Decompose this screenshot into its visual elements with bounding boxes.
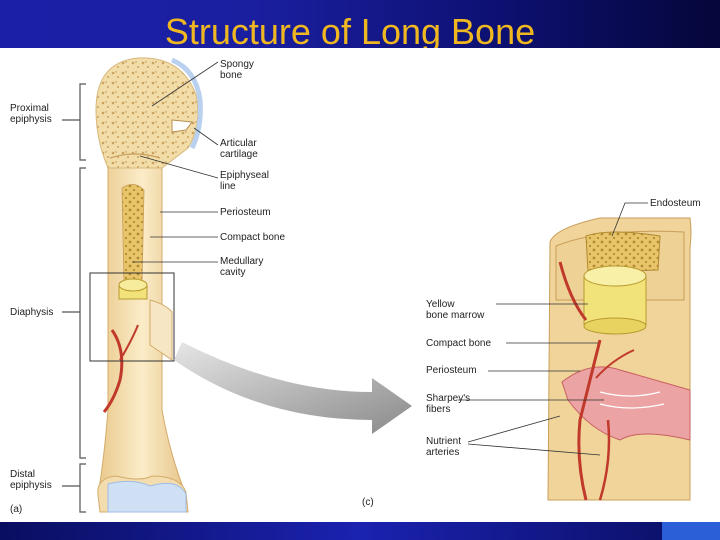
label-periosteum: Periosteum	[220, 207, 271, 218]
label-panel-a: (a)	[10, 504, 23, 515]
label-compact-bone-c: Compact bone	[426, 338, 492, 349]
label-compact-bone: Compact bone	[220, 232, 286, 243]
zoom-arrow	[174, 342, 412, 434]
label-proximal-epiphysis: Proximal epiphysis	[10, 103, 52, 125]
label-diaphysis: Diaphysis	[10, 307, 54, 318]
label-sharpeys-fibers: Sharpey's fibers	[426, 393, 471, 415]
label-spongy-bone: Spongy bone	[220, 59, 254, 81]
region-brackets	[62, 83, 86, 513]
label-epiphyseal-line: Epiphyseal line	[220, 170, 269, 192]
long-bone	[95, 57, 203, 513]
label-articular-cartilage: Articular cartilage	[220, 138, 258, 160]
slide-footer	[0, 522, 720, 540]
label-nutrient-arteries: Nutrient arteries	[426, 436, 462, 458]
zoom-frame	[89, 272, 175, 362]
footer-accent	[662, 522, 720, 540]
label-medullary-cavity: Medullary cavity	[220, 256, 264, 278]
label-yellow-bone-marrow: Yellow bone marrow	[426, 299, 485, 321]
label-distal-epiphysis: Distal epiphysis	[10, 469, 52, 491]
label-periosteum-c: Periosteum	[426, 365, 477, 376]
slide-header	[0, 0, 720, 48]
slide-title: Structure of Long Bone	[164, 11, 536, 52]
label-panel-c: (c)	[362, 497, 374, 508]
label-endosteum: Endosteum	[650, 198, 701, 209]
bone-cross-section	[547, 217, 692, 501]
